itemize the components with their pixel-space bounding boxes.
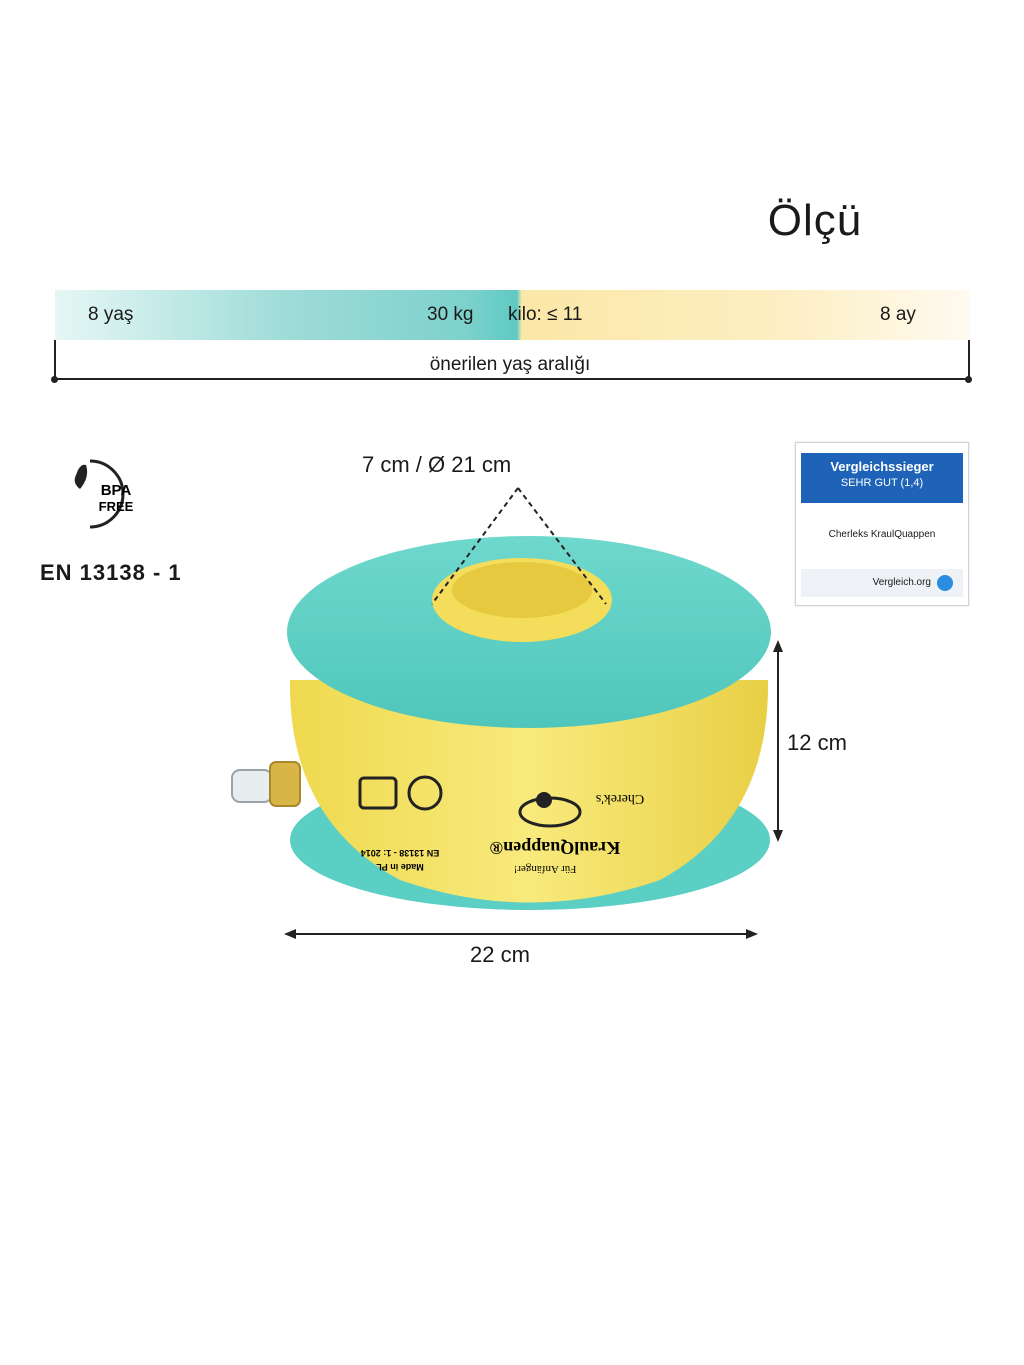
brand-line-3: Für Anfänger! [514, 863, 577, 875]
checkmark-logo-icon [937, 575, 953, 591]
brand-line-2: KraulQuappen® [490, 838, 620, 858]
certificate-product: Cherleks KraulQuappen [828, 529, 936, 540]
dim-width-label: 22 cm [470, 942, 530, 967]
float-hole-inner [452, 562, 592, 618]
bracket-right-tick [968, 340, 970, 380]
bpa-text: BPA [101, 482, 132, 499]
certificate-site: Vergleich.org [872, 577, 931, 588]
spec-line-1: EN 13138 - 1: 2014 [361, 848, 440, 858]
dim-dash-right [517, 487, 607, 605]
frog-mascot-icon [518, 792, 582, 828]
bracket-left-dot [51, 376, 58, 383]
gs-tuv-logos [358, 775, 443, 811]
range-label-weight-min: kilo: ≤ 11 [508, 304, 583, 325]
page-title: Ölçü [767, 196, 863, 245]
bracket-right-dot [965, 376, 972, 383]
leaf-icon [74, 464, 88, 489]
spec-line-2: Made in PL [376, 862, 424, 872]
dim-height-label: 12 cm [787, 730, 847, 755]
valve-icon [231, 769, 273, 803]
range-label-age-min: 8 ay [880, 304, 916, 325]
certificate-rating: SEHR GUT (1,4) [840, 477, 924, 489]
comparison-award-certificate: Vergleichssieger SEHR GUT (1,4) Cherleks… [795, 442, 969, 606]
range-bracket [55, 378, 970, 380]
valve-base [269, 761, 301, 807]
dim-opening-label: 7 cm / Ø 21 cm [362, 452, 512, 477]
certificate-heading: Vergleichssieger [830, 459, 934, 474]
certificate-header: Vergleichssieger SEHR GUT (1,4) [801, 453, 963, 503]
float-yellow-body [289, 680, 769, 903]
certificate-footer: Vergleich.org [801, 569, 963, 597]
range-caption: önerilen yaş aralığı [300, 354, 720, 376]
age-weight-range-bar [55, 290, 970, 340]
bpa-free-badge: BPA FREE [50, 455, 170, 535]
safety-standard-label: EN 13138 - 1 [40, 560, 182, 585]
brand-line-1: Cherek's [596, 791, 644, 806]
bracket-left-tick [54, 340, 56, 380]
range-label-weight-max: 30 kg [427, 304, 474, 325]
dim-dash-left [431, 487, 519, 605]
free-text: FREE [99, 499, 134, 514]
range-label-age-max: 8 yaş [88, 304, 134, 325]
